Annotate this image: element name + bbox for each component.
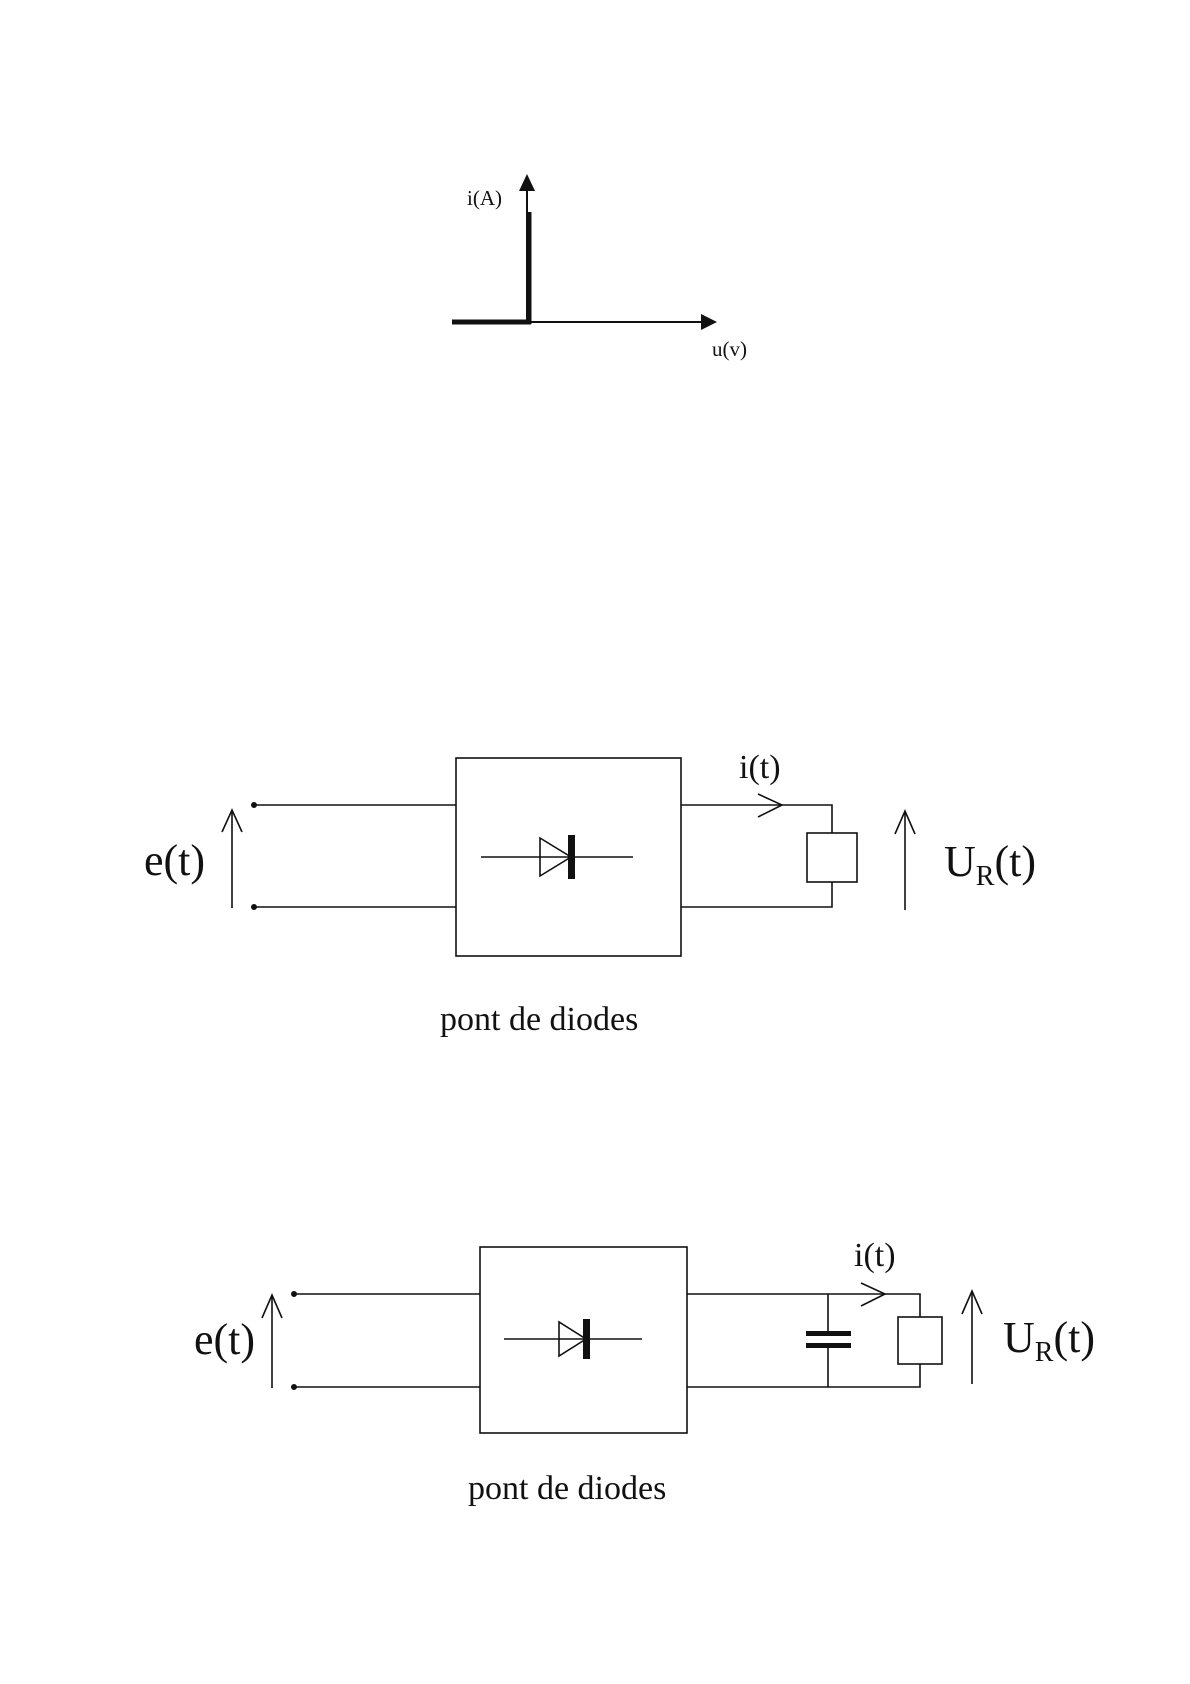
bridge-caption: pont de diodes xyxy=(468,1470,666,1507)
input-terminal-top xyxy=(292,1292,296,1296)
output-voltage-subscript: R xyxy=(976,861,995,892)
output-voltage-subscript: R xyxy=(1035,1337,1054,1368)
load-resistor xyxy=(898,1317,942,1364)
output-voltage-main: U xyxy=(944,837,976,886)
load-resistor xyxy=(807,833,857,882)
y-axis-arrowhead xyxy=(519,174,535,191)
output-wire-top xyxy=(681,805,832,833)
x-axis-arrowhead xyxy=(701,314,717,330)
circuit-2 xyxy=(262,1247,982,1433)
output-wire-bottom xyxy=(687,1364,920,1387)
current-label: i(t) xyxy=(739,749,781,786)
output-voltage-suffix: (t) xyxy=(994,837,1036,886)
capacitor-plate-bottom xyxy=(806,1343,851,1348)
capacitor-plate-top xyxy=(806,1331,851,1336)
input-voltage-label: e(t) xyxy=(194,1315,255,1364)
input-terminal-bottom xyxy=(292,1385,296,1389)
output-voltage-label: UR(t) xyxy=(1003,1313,1095,1368)
output-wire-top xyxy=(687,1294,920,1317)
circuit-1 xyxy=(222,758,915,956)
output-voltage-main: U xyxy=(1003,1313,1035,1362)
x-axis-label: u(v) xyxy=(712,337,747,361)
input-terminal-top xyxy=(252,803,256,807)
input-terminal-bottom xyxy=(252,905,256,909)
diode-cathode-bar xyxy=(568,835,575,879)
output-voltage-label: UR(t) xyxy=(944,837,1036,892)
diode-cathode-bar xyxy=(583,1319,590,1359)
input-voltage-label: e(t) xyxy=(144,836,205,885)
bridge-caption: pont de diodes xyxy=(440,1001,638,1038)
y-axis-label: i(A) xyxy=(467,186,502,210)
current-label: i(t) xyxy=(854,1237,896,1274)
output-wire-bottom xyxy=(681,882,832,907)
output-voltage-suffix: (t) xyxy=(1053,1313,1095,1362)
